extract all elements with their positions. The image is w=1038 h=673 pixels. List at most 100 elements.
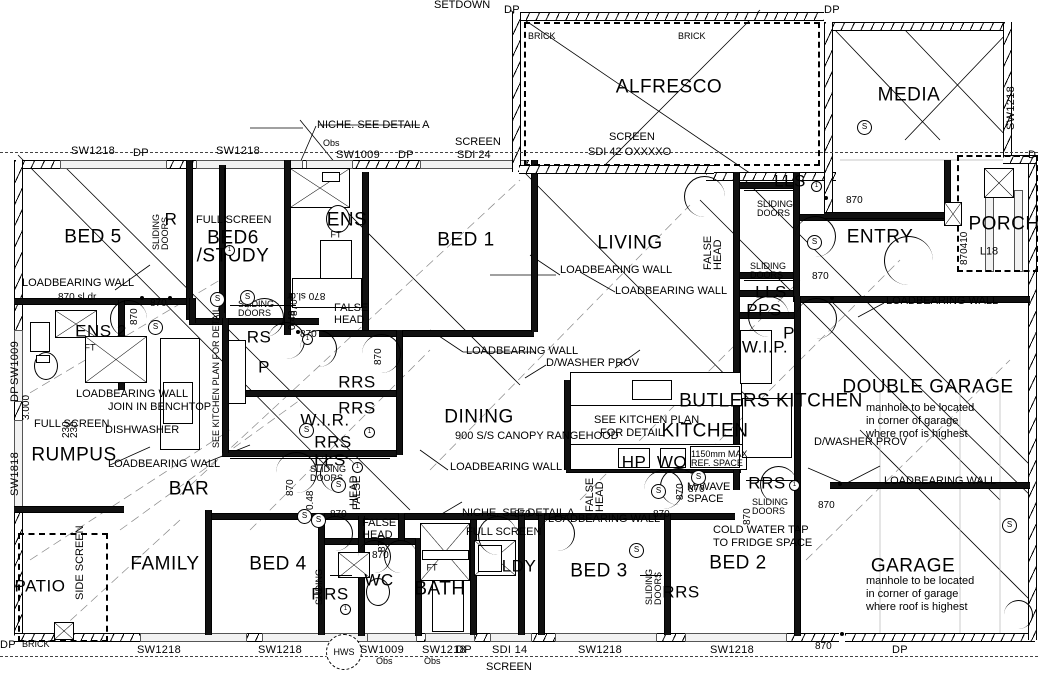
patio-boundary: [18, 533, 108, 642]
door-arc-bed3[interactable]: [540, 516, 575, 551]
site-line-top: [0, 152, 1038, 153]
door-arc-ldy[interactable]: [478, 516, 517, 555]
dim-dot-5: [830, 296, 834, 300]
dim-870-ldy: 870: [514, 509, 531, 520]
window-label-dp-top1: DP: [133, 147, 149, 159]
door-arc-garage-rear[interactable]: [1004, 600, 1033, 629]
sliding-rail-bed5-robe: [224, 168, 225, 313]
bar-sink: [163, 382, 193, 424]
code-lls-wir: LLS: [314, 450, 346, 470]
ens-robe-hatch: [290, 168, 350, 208]
wall-ens-right: [362, 172, 369, 330]
wall-ens2-right: [189, 298, 196, 323]
room-label-family: FAMILY: [130, 553, 200, 575]
note-lbw-dining: LOADBEARING WALL: [450, 461, 563, 473]
code-p-wip: P: [783, 323, 795, 343]
door-arc-wip[interactable]: [748, 296, 789, 337]
butlers-sink: [632, 380, 672, 400]
door-arc-entry-media[interactable]: [795, 216, 836, 257]
ens2-basin: [36, 355, 50, 363]
exterior-wall-top-left: [14, 160, 339, 169]
window-label-sw1218-bot4: SW1218: [578, 644, 622, 656]
note-lbw-entry: LOADBEARING WALL: [886, 295, 999, 307]
note-lbw-rumpus-top: LOADBEARING WALL: [76, 388, 189, 400]
door-arc-bed5[interactable]: [245, 298, 284, 337]
note-full-screen-rumpus: FULL SCREEN: [34, 418, 110, 430]
smoke-detector-wir: S: [331, 478, 346, 493]
sliding-rail-bed4: [330, 575, 352, 576]
door-arc-entry-garage[interactable]: [796, 298, 837, 339]
wall-oven: [660, 448, 686, 468]
wall-living-entry: [736, 182, 798, 189]
wall-wc-bath: [398, 513, 405, 541]
door-arc-hall[interactable]: [320, 455, 357, 492]
door-arc-ens[interactable]: [300, 330, 337, 367]
window-label-sw1218-bot1: SW1218: [137, 644, 181, 656]
window-label-sw1218-top1: SW1218: [71, 145, 115, 157]
sliding-rail-bed3: [640, 575, 662, 576]
room-label-bed3: BED 3: [570, 560, 628, 582]
window-sw1009-bot: [367, 633, 417, 642]
note-sliding-entry-2: DOORS: [750, 270, 784, 280]
code-ft-bath: FT: [426, 562, 438, 573]
wall-bed1-right: [531, 160, 538, 332]
entry-door-hatch: [944, 202, 962, 226]
wall-wir-top: [222, 390, 397, 397]
exterior-wall-right: [1028, 155, 1037, 640]
note-lbw-bed1: LOADBEARING WALL: [560, 264, 673, 276]
door-arc-bed1[interactable]: [362, 334, 401, 373]
shower-ens: [292, 278, 362, 308]
door-arc-living[interactable]: [684, 176, 725, 217]
window-label-sw1218-top2: SW1218: [216, 145, 260, 157]
bathtub: [432, 580, 464, 632]
dim-870-bed2: 870: [742, 508, 753, 525]
note-false-head-ens-2: HEAD: [334, 314, 365, 326]
door-arc-bath[interactable]: [384, 540, 417, 573]
note-mwave-1: M/WAVE: [687, 481, 731, 493]
circled-number-wir: 1: [364, 427, 375, 438]
wall-ldy-right: [518, 513, 525, 635]
code-rrs-bed3: RRS: [662, 582, 700, 602]
room-label-dining: DINING: [444, 406, 514, 428]
wall-bath-right: [470, 520, 477, 635]
note-join-benchtop: JOIN IN BENCHTOP: [108, 401, 212, 413]
dim-870-bed1: 870: [373, 348, 384, 365]
wall-bed4-right: [318, 513, 325, 635]
dim-870-bot: 870: [815, 641, 832, 652]
dim-870-hall: 870: [330, 509, 347, 520]
window-label-sw1818-left: SW1818: [9, 452, 21, 496]
smoke-detector-bed3: S: [629, 543, 644, 558]
note-sliding-bed6-2: DOORS: [238, 308, 272, 318]
basin-ens: [322, 172, 340, 182]
exterior-wall-media-top: [824, 22, 1010, 31]
room-label-bed4: BED 4: [249, 553, 307, 575]
note-sliding-wir-2: DOORS: [310, 473, 344, 483]
door-arc-entry-door[interactable]: [884, 236, 933, 285]
dim-870-bed5: 870: [129, 308, 140, 325]
window-label-sw1009-bot: SW1009: [360, 644, 404, 656]
door-arc-wir[interactable]: [276, 452, 317, 493]
sliding-rail-living-2: [744, 280, 794, 281]
door-arc-bed4[interactable]: [318, 516, 353, 551]
window-label-obs-bot2: Obs: [424, 656, 441, 666]
room-label-ldy: LDY: [501, 556, 537, 576]
toilet-ens: [326, 205, 350, 233]
room-label-wir: W.I.R.: [300, 410, 350, 430]
ens2-hatch: [55, 310, 97, 338]
fridge-space: [690, 446, 740, 468]
note-screen-bed1: SCREEN: [455, 136, 501, 148]
room-label-wip: W.I.P.: [741, 337, 789, 357]
code-r-bed5: R: [164, 209, 178, 229]
door-arc-garage-1[interactable]: [760, 466, 797, 503]
wall-garage-left: [794, 296, 801, 636]
smoke-detector-garage: S: [1002, 518, 1017, 533]
door-arc-ens2[interactable]: [110, 300, 147, 337]
code-p-hall: P: [258, 357, 270, 377]
window-label-sw1218-bot2: SW1218: [258, 644, 302, 656]
wall-garage-divider: [830, 482, 1030, 489]
note-brick-alfresco-left: BRICK: [528, 31, 556, 41]
note-dwasher-prov-kitchen: D/WASHER PROV: [546, 357, 640, 369]
window-label-sdi14-bot: SDI 14: [492, 644, 528, 656]
note-sliding-bed2-2: DOORS: [752, 506, 786, 516]
